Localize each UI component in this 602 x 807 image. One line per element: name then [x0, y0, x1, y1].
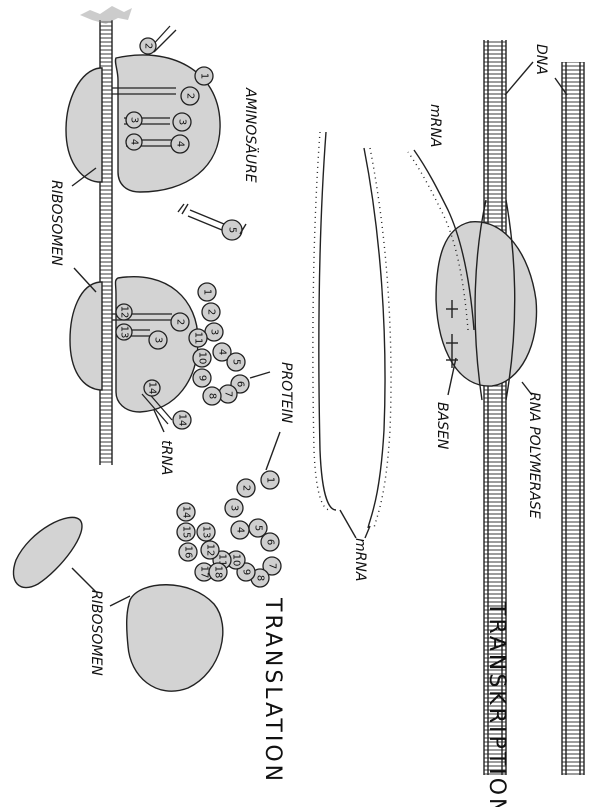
ribosome-subunit-small	[13, 517, 82, 587]
protein-bead-label: 12	[205, 544, 216, 557]
protein-bead-label: 6	[235, 381, 246, 387]
ribosome-1-small	[66, 68, 102, 182]
svg-text:14: 14	[147, 382, 158, 395]
svg-text:4: 4	[129, 139, 140, 145]
svg-text:13: 13	[119, 326, 130, 339]
protein-chain-a: 1 2 3 45 678 9 10 11	[189, 283, 249, 405]
free-trna: 5	[178, 204, 242, 240]
label-mrna-bottom: mRNA	[352, 538, 368, 581]
protein-bead-label: 8	[255, 575, 266, 581]
protein-bead-label: 16	[183, 546, 194, 559]
svg-text:4: 4	[175, 141, 186, 147]
svg-text:3: 3	[129, 117, 140, 123]
svg-text:12: 12	[119, 306, 130, 319]
protein-bead-label: 9	[197, 375, 208, 381]
ribosomen-bottom-pointer-1	[72, 568, 96, 592]
protein-bead-label: 7	[267, 563, 278, 569]
mrna-pointer-1	[340, 510, 356, 538]
protein-bead-label: 2	[241, 485, 252, 491]
rna-polymerase	[436, 222, 537, 386]
label-ribosomen-left: RIBOSOMEN	[48, 180, 64, 266]
protein-bead-label: 10	[197, 352, 208, 365]
protein-bead-label: 4	[217, 349, 228, 355]
protein-pointer-2	[266, 432, 280, 470]
label-rna-polymerase: RNA POLYMERASE	[526, 392, 542, 519]
protein-bead-label: 9	[241, 569, 252, 575]
svg-text:5: 5	[227, 227, 238, 233]
dna-strand-right	[562, 62, 584, 775]
protein-bead-label: 2	[206, 309, 217, 315]
label-trna: tRNA	[158, 440, 174, 475]
ribosomen-pointer-2	[74, 268, 96, 292]
protein-bead-label: 18	[213, 566, 224, 579]
mrna-free-2	[364, 148, 391, 528]
protein-bead-label: 6	[265, 539, 276, 545]
protein-bead-label: 5	[253, 525, 264, 531]
protein-bead-label: 13	[201, 526, 212, 539]
svg-text:14: 14	[177, 414, 188, 427]
title-translation: TRANSLATION	[260, 597, 285, 784]
svg-text:2: 2	[185, 93, 196, 99]
protein-bead-label: 10	[231, 554, 242, 567]
svg-text:2: 2	[143, 43, 154, 49]
protein-bead-label: 17	[199, 566, 210, 579]
protein-bead-label: 5	[231, 359, 242, 365]
paper-tear	[80, 6, 132, 24]
ribosome-2-small	[70, 282, 102, 390]
label-aminosaeure: AMINOSÄURE	[242, 87, 260, 183]
label-protein: PROTEIN	[278, 362, 294, 424]
protein-bead-label: 3	[209, 329, 220, 335]
protein-bead-label: 8	[207, 393, 218, 399]
dna-pointer-a	[505, 62, 533, 95]
mrna-free-1	[313, 132, 336, 510]
svg-text:3: 3	[153, 337, 164, 343]
protein-bead-label: 15	[181, 526, 192, 539]
svg-text:3: 3	[177, 119, 188, 125]
label-dna: DNA	[533, 44, 549, 75]
protein-bead-label: 14	[181, 506, 192, 519]
title-transkription: TRANSKRIPTION	[484, 601, 509, 807]
protein-pointer-1	[250, 372, 270, 378]
protein-bead-label: 4	[235, 527, 246, 533]
ribosomen-bottom-pointer-2	[110, 596, 130, 606]
protein-bead-label: 1	[265, 477, 276, 483]
label-mrna-top: mRNA	[427, 104, 443, 147]
svg-text:1: 1	[199, 73, 210, 79]
ribosome-subunit-large	[127, 585, 223, 691]
protein-bead-label: 11	[193, 332, 204, 345]
protein-bead-label: 1	[202, 289, 213, 295]
label-basen: BASEN	[434, 402, 450, 450]
svg-text:2: 2	[175, 319, 186, 325]
protein-bead-label: 7	[223, 391, 234, 397]
label-ribosomen-bottom: RIBOSOMEN	[88, 590, 104, 676]
protein-bead-label: 3	[229, 505, 240, 511]
